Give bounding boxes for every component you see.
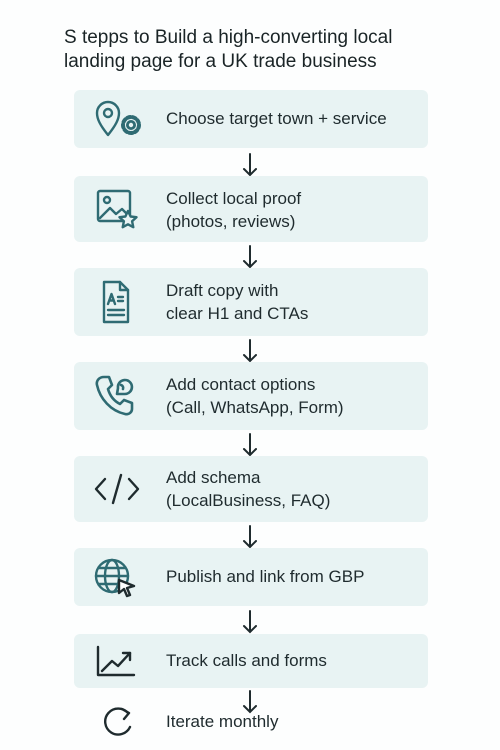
arrow-down-icon [241,152,259,178]
step-label: Choose target town + service [166,109,387,128]
code-icon [92,467,142,511]
step-label: Publish and link from GBP [166,567,365,586]
trend-chart-icon [92,639,142,683]
arrow-down-icon [241,338,259,364]
arrow-down-icon [241,689,259,715]
step-iterate: Iterate monthly [74,702,428,742]
title-line-2: landing page for a UK trade business [64,51,377,72]
page-title: S tepps to Build a high-converting local… [64,26,484,74]
step-add-schema: Add schema (LocalBusiness, FAQ) [74,456,428,522]
step-label: Draft copy with clear H1 and CTAs [166,281,309,323]
arrow-down-icon [241,524,259,550]
step-collect-proof: Collect local proof (photos, reviews) [74,176,428,242]
refresh-icon [92,701,142,745]
document-text-icon [92,280,142,324]
arrow-down-icon [241,432,259,458]
step-label: Collect local proof (photos, reviews) [166,189,302,231]
step-label: Add contact options (Call, WhatsApp, For… [166,375,344,417]
step-draft-copy: Draft copy with clear H1 and CTAs [74,268,428,336]
step-publish: Publish and link from GBP [74,548,428,606]
step-track: Track calls and forms [74,634,428,688]
title-line-1: S tepps to Build a high-converting local [64,27,393,48]
image-star-icon [92,187,142,231]
step-label: Iterate monthly [166,712,279,731]
arrow-down-icon [241,609,259,635]
arrow-down-icon [241,244,259,270]
step-choose-target: Choose target town + service [74,90,428,148]
phone-chat-icon [92,374,142,418]
step-label: Track calls and forms [166,651,327,670]
location-settings-icon [92,97,142,141]
step-label: Add schema (LocalBusiness, FAQ) [166,468,331,510]
globe-cursor-icon [92,555,142,599]
step-contact-options: Add contact options (Call, WhatsApp, For… [74,362,428,430]
